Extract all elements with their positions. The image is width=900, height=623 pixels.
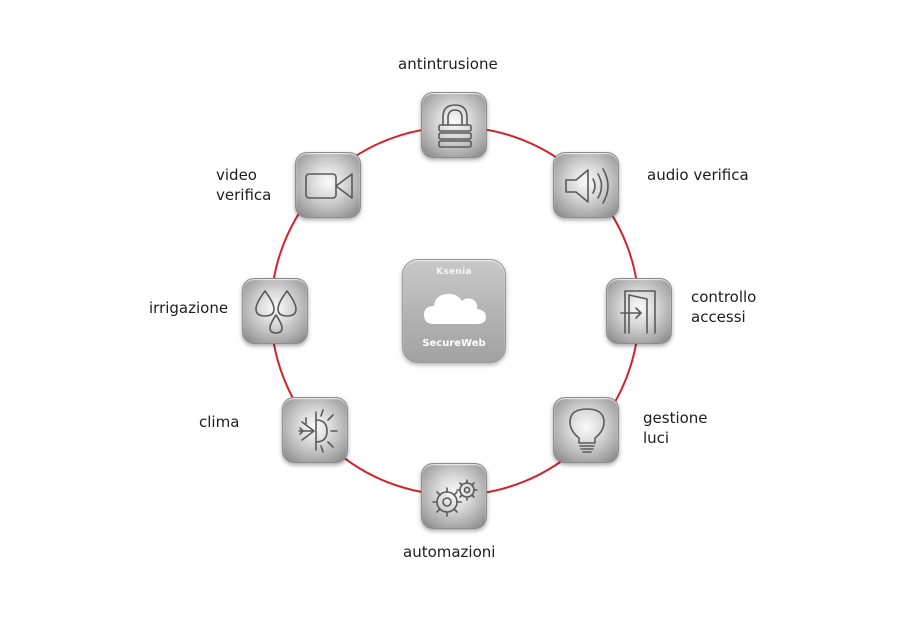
service-tile-video-verifica (295, 152, 361, 218)
padlock-icon (438, 104, 472, 148)
water-drops-icon (255, 290, 297, 334)
speaker-icon (565, 168, 609, 204)
service-tile-gestione-luci (553, 397, 619, 463)
secureweb-hub: Ksenia SecureWeb (402, 259, 506, 363)
service-tile-antintrusione (421, 92, 487, 158)
service-tile-controllo-accessi (606, 278, 672, 344)
service-tile-automazioni (421, 463, 487, 529)
snowflake-sun-icon (298, 409, 338, 453)
label-irrigazione: irrigazione (149, 299, 229, 317)
service-tile-audio-verifica (553, 152, 619, 218)
label-clima: clima (199, 413, 240, 431)
brand-logo: Ksenia (436, 267, 472, 277)
video-camera-icon (305, 173, 353, 199)
service-tile-clima (282, 397, 348, 463)
door-icon (620, 290, 656, 334)
label-controllo-accessi: controllo accessi (691, 288, 757, 326)
label-antintrusione: antintrusione (398, 55, 498, 73)
gears-icon (432, 479, 478, 517)
label-gestione-luci: gestione luci (643, 409, 708, 447)
label-automazioni: automazioni (403, 543, 496, 561)
label-video-verifica: video verifica (216, 166, 272, 204)
lightbulb-icon (569, 408, 605, 453)
cloud-icon (424, 293, 486, 324)
product-name: SecureWeb (422, 338, 486, 349)
label-audio-verifica: audio verifica (647, 166, 749, 184)
service-tile-irrigazione (242, 278, 308, 344)
